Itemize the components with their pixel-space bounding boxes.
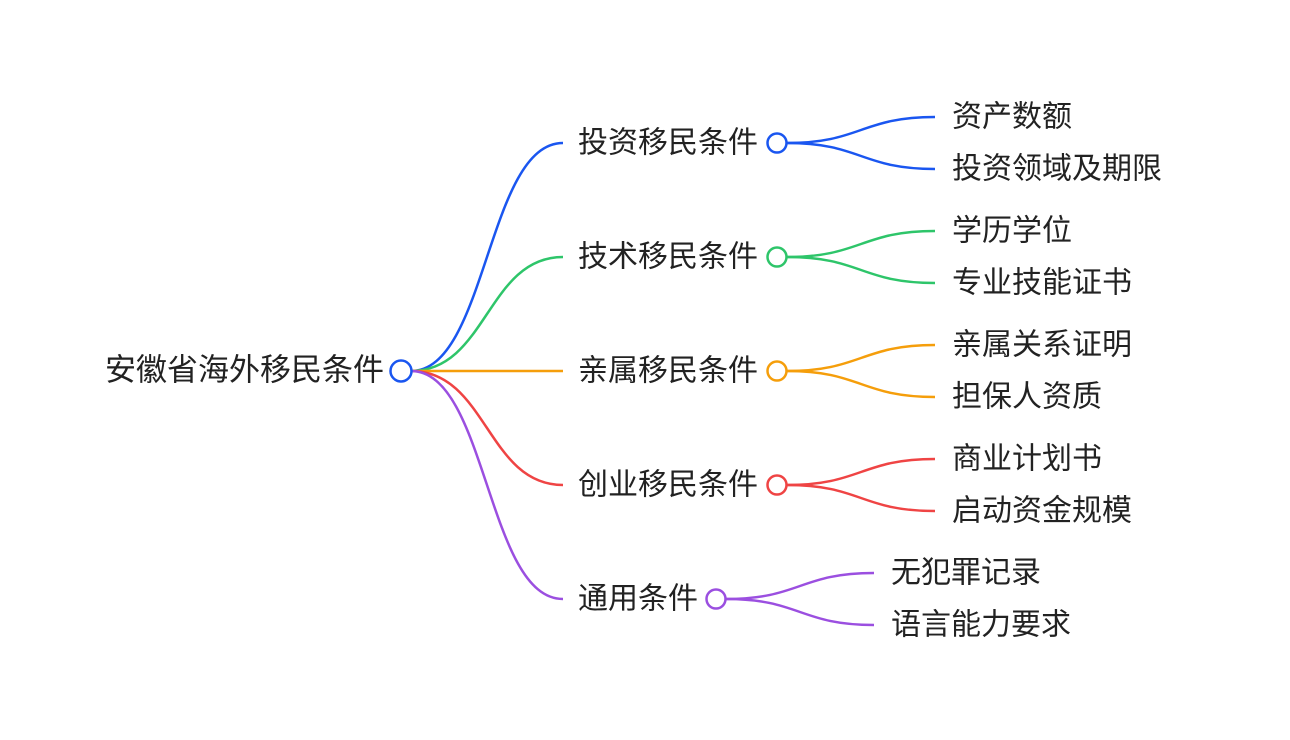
- branch-node-dot[interactable]: [766, 360, 788, 382]
- branch-connector: [410, 369, 564, 487]
- branch-node-label: 投资移民条件: [578, 126, 758, 161]
- leaf-connector: [786, 229, 936, 259]
- leaf-connector: [725, 571, 875, 601]
- leaf-node-label: 投资领域及期限: [952, 152, 1162, 187]
- leaf-node-label: 担保人资质: [952, 380, 1102, 415]
- leaf-node-label: 学历学位: [952, 214, 1072, 249]
- branch-connector: [410, 369, 564, 601]
- leaf-connector: [786, 343, 936, 373]
- root-node-label: 安徽省海外移民条件: [105, 353, 384, 389]
- branch-node-dot[interactable]: [766, 132, 788, 154]
- leaf-node-label: 商业计划书: [952, 442, 1102, 477]
- leaf-connector: [786, 369, 936, 399]
- leaf-node-label: 亲属关系证明: [952, 328, 1132, 363]
- leaf-connector: [786, 141, 936, 171]
- leaf-connector: [786, 255, 936, 285]
- leaf-node-label: 启动资金规模: [952, 494, 1132, 529]
- leaf-connector: [786, 115, 936, 145]
- mindmap-edges: [410, 115, 936, 627]
- root-node-dot[interactable]: [389, 359, 413, 383]
- leaf-node-label: 专业技能证书: [952, 266, 1132, 301]
- branch-connector: [410, 141, 564, 373]
- leaf-connector: [786, 483, 936, 513]
- branch-node-label: 创业移民条件: [578, 468, 758, 503]
- branch-node-label: 亲属移民条件: [578, 354, 758, 389]
- leaf-node-label: 无犯罪记录: [891, 556, 1041, 591]
- leaf-connector: [786, 457, 936, 487]
- branch-node-dot[interactable]: [705, 588, 727, 610]
- leaf-node-label: 资产数额: [952, 100, 1072, 135]
- branch-connector: [410, 255, 564, 373]
- branch-node-dot[interactable]: [766, 246, 788, 268]
- leaf-node-label: 语言能力要求: [891, 608, 1071, 643]
- leaf-connector: [725, 597, 875, 627]
- branch-node-dot[interactable]: [766, 474, 788, 496]
- branch-node-label: 通用条件: [578, 582, 698, 617]
- branch-node-label: 技术移民条件: [578, 240, 758, 275]
